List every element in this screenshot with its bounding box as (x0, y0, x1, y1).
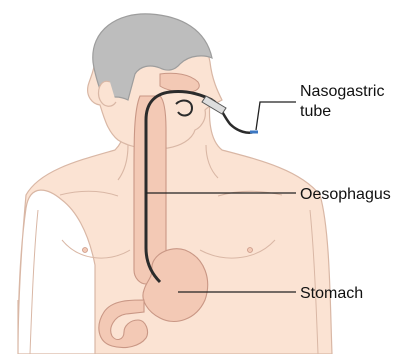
label-nasogastric-tube: Nasogastric tube (300, 83, 389, 120)
nipple-right (248, 248, 253, 253)
leader-line-nasogastric (256, 102, 296, 130)
label-nasogastric-line2: tube (300, 103, 331, 120)
label-stomach: Stomach (300, 285, 363, 302)
label-oesophagus: Oesophagus (300, 186, 391, 203)
arm-left (30, 210, 38, 354)
label-nasogastric-line1: Nasogastric (300, 83, 384, 100)
nipple-left (83, 248, 88, 253)
